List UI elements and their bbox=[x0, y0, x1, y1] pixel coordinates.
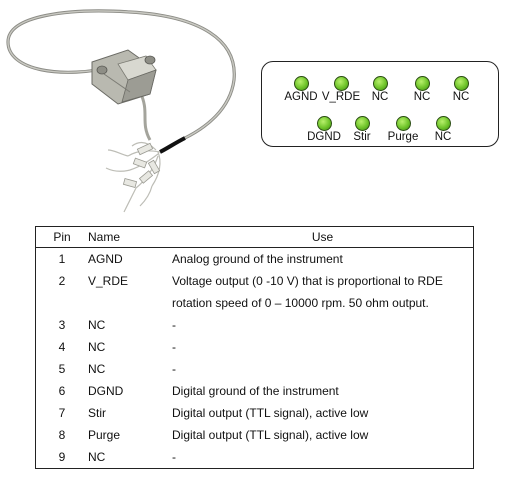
cell-use: - bbox=[172, 450, 176, 464]
pin-purge: Purge bbox=[380, 116, 426, 150]
cell-use: Digital ground of the instrument bbox=[172, 384, 339, 398]
cell-pin: 6 bbox=[58, 384, 66, 398]
pin-v-rde: V_RDE bbox=[318, 76, 364, 110]
cell-name bbox=[88, 292, 172, 314]
pin-label: Purge bbox=[387, 131, 419, 143]
cell-name: NC bbox=[88, 362, 106, 376]
table-row: 2 V_RDE Voltage output (0 -10 V) that is… bbox=[36, 270, 474, 292]
connector-pinout-panel: AGND V_RDE NC NC NC DGND Stir Purge NC bbox=[261, 61, 499, 147]
pin-led-icon bbox=[293, 76, 309, 91]
pin-led-icon bbox=[414, 76, 430, 91]
pin-led-icon bbox=[372, 76, 388, 91]
cell-pin: 9 bbox=[58, 450, 66, 464]
pin-label: V_RDE bbox=[321, 91, 361, 103]
cell-use: Digital output (TTL signal), active low bbox=[172, 428, 369, 442]
pin-stir: Stir bbox=[339, 116, 385, 150]
table-header-row: Pin Name Use bbox=[35, 226, 474, 248]
cell-use: Digital output (TTL signal), active low bbox=[172, 406, 369, 420]
pin-led-icon bbox=[435, 116, 451, 131]
header-pin: Pin bbox=[35, 226, 88, 248]
table-row: 6 DGND Digital ground of the instrument bbox=[36, 380, 474, 402]
cell-pin: 1 bbox=[58, 252, 66, 266]
db9-connector-icon bbox=[91, 49, 157, 105]
cell-name: NC bbox=[88, 450, 106, 464]
pin-label: Stir bbox=[353, 131, 371, 143]
table-row: 7 Stir Digital output (TTL signal), acti… bbox=[36, 402, 474, 424]
cell-pin: 3 bbox=[58, 318, 66, 332]
pin-nc: NC bbox=[438, 76, 484, 110]
cell-pin bbox=[36, 292, 89, 314]
pin-label: NC bbox=[452, 91, 470, 103]
cell-pin: 5 bbox=[58, 362, 66, 376]
header-name: Name bbox=[88, 226, 172, 248]
cell-name: NC bbox=[88, 340, 106, 354]
table-row: 3 NC - bbox=[36, 314, 474, 336]
cell-use: Voltage output (0 -10 V) that is proport… bbox=[172, 274, 443, 288]
pin-label: AGND bbox=[284, 91, 318, 103]
pin-assignment-table: Pin Name Use 1 AGND Analog ground of the… bbox=[35, 226, 474, 469]
pin-label: NC bbox=[413, 91, 431, 103]
pin-label: DGND bbox=[307, 131, 341, 143]
table-row: 1 AGND Analog ground of the instrument bbox=[36, 248, 474, 271]
pin-nc: NC bbox=[399, 76, 445, 110]
cell-use: - bbox=[172, 340, 176, 354]
cell-use: rotation speed of 0 – 10000 rpm. 50 ohm … bbox=[172, 296, 429, 310]
cell-pin: 2 bbox=[58, 274, 66, 288]
db9-cable-illustration bbox=[6, 9, 236, 213]
pin-led-icon bbox=[354, 116, 370, 131]
table-row: rotation speed of 0 – 10000 rpm. 50 ohm … bbox=[36, 292, 474, 314]
table-row: 8 Purge Digital output (TTL signal), act… bbox=[36, 424, 474, 446]
cell-pin: 8 bbox=[58, 428, 66, 442]
cell-use: - bbox=[172, 318, 176, 332]
pin-agnd: AGND bbox=[278, 76, 324, 110]
cell-name: Purge bbox=[88, 428, 121, 442]
cell-name: DGND bbox=[88, 384, 124, 398]
cell-name: Stir bbox=[88, 406, 106, 420]
pin-nc: NC bbox=[420, 116, 466, 150]
cell-name: AGND bbox=[88, 252, 123, 266]
breakout-wires-icon bbox=[105, 141, 161, 213]
cell-use: Analog ground of the instrument bbox=[172, 252, 343, 266]
pin-led-icon bbox=[333, 76, 349, 91]
pin-label: NC bbox=[371, 91, 389, 103]
pin-led-icon bbox=[395, 116, 411, 131]
pin-led-icon bbox=[316, 116, 332, 131]
pin-nc: NC bbox=[357, 76, 403, 110]
cell-name: NC bbox=[88, 318, 106, 332]
cell-use: - bbox=[172, 362, 176, 376]
header-use: Use bbox=[172, 226, 474, 248]
cell-name: V_RDE bbox=[88, 274, 129, 288]
cell-pin: 7 bbox=[58, 406, 66, 420]
pin-label: NC bbox=[434, 131, 452, 143]
table-row: 5 NC - bbox=[36, 358, 474, 380]
cell-pin: 4 bbox=[58, 340, 66, 354]
table-row: 9 NC - bbox=[36, 446, 474, 469]
pin-dgnd: DGND bbox=[301, 116, 347, 150]
pin-led-icon bbox=[453, 76, 469, 91]
table-row: 4 NC - bbox=[36, 336, 474, 358]
